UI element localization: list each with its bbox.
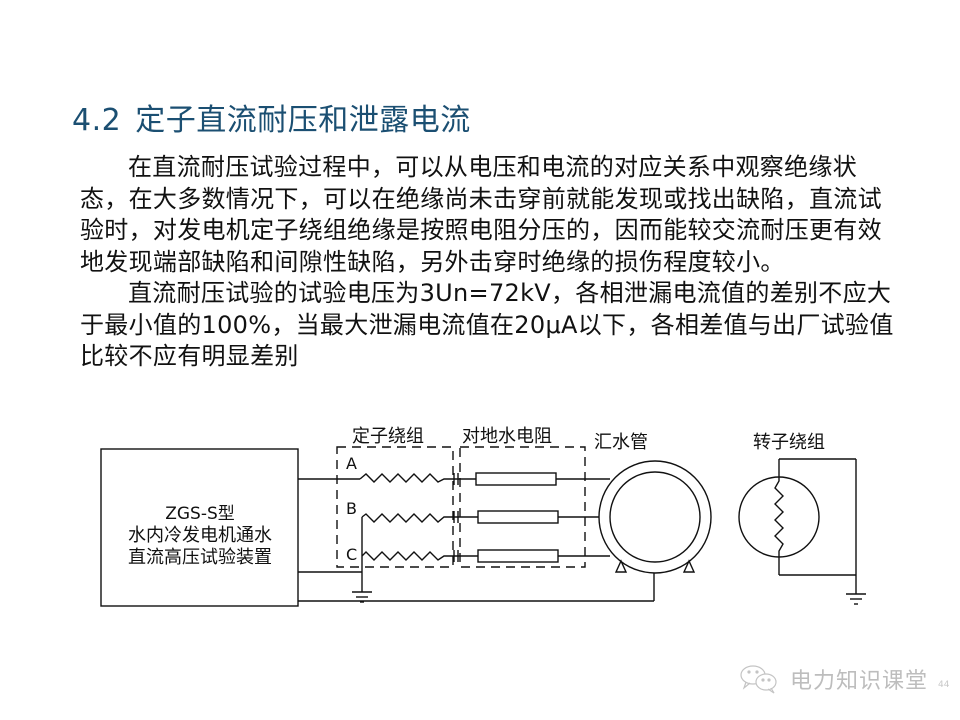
device-label-2: 水内冷发电机通水 xyxy=(128,525,272,546)
phase-a-label: A xyxy=(346,454,357,473)
resistor-a xyxy=(475,472,557,486)
phase-a-winding xyxy=(359,473,452,483)
rotor-winding-label: 转子绕组 xyxy=(753,432,825,453)
resistor-b xyxy=(477,510,559,524)
test-device-box xyxy=(100,448,299,607)
water-resistance-label: 对地水电阻 xyxy=(462,426,552,447)
water-manifold-inner xyxy=(609,471,701,563)
ground-symbol-left xyxy=(352,591,372,603)
phase-c-winding xyxy=(361,551,452,561)
water-manifold-outer xyxy=(598,460,712,574)
stator-winding-label: 定子绕组 xyxy=(352,426,424,447)
device-label-3: 直流高压试验装置 xyxy=(128,547,272,568)
resistor-c xyxy=(477,549,559,563)
phase-b-winding xyxy=(361,513,452,523)
manifold-label: 汇水管 xyxy=(594,432,648,453)
section-number: 4.2 xyxy=(72,103,122,138)
phase-c-label: C xyxy=(346,545,357,564)
device-label-1: ZGS-S型 xyxy=(165,504,235,524)
section-title-text: 定子直流耐压和泄露电流 xyxy=(135,103,471,138)
rotor-circle xyxy=(738,476,820,558)
resistance-dashed-box xyxy=(459,446,586,568)
rotor-winding xyxy=(774,477,784,557)
page-number: 44 xyxy=(938,680,950,690)
phase-b-label: B xyxy=(346,499,357,518)
support-right xyxy=(682,559,696,573)
wechat-icon xyxy=(740,665,777,694)
stator-dashed-box xyxy=(336,446,454,568)
paragraph-2: 直流耐压试验的试验电压为3Un=72kV，各相泄漏电流值的差别不应大于最小值的1… xyxy=(80,279,894,370)
circuit-diagram: ZGS-S型 水内冷发电机通水 直流高压试验装置 定子绕组 对地水电阻 汇水管 … xyxy=(90,418,890,648)
support-left xyxy=(614,559,628,573)
ground-symbol-right xyxy=(846,593,866,605)
watermark-text: 电力知识课堂 xyxy=(790,669,929,694)
watermark: 电力知识课堂 44 xyxy=(738,662,949,696)
slide-title: 4.2 定子直流耐压和泄露电流 xyxy=(72,101,471,141)
body-text: 在直流耐压试验过程中，可以从电压和电流的对应关系中观察绝缘状态，在大多数情况下，… xyxy=(80,152,900,373)
paragraph-1: 在直流耐压试验过程中，可以从电压和电流的对应关系中观察绝缘状态，在大多数情况下，… xyxy=(80,153,882,276)
